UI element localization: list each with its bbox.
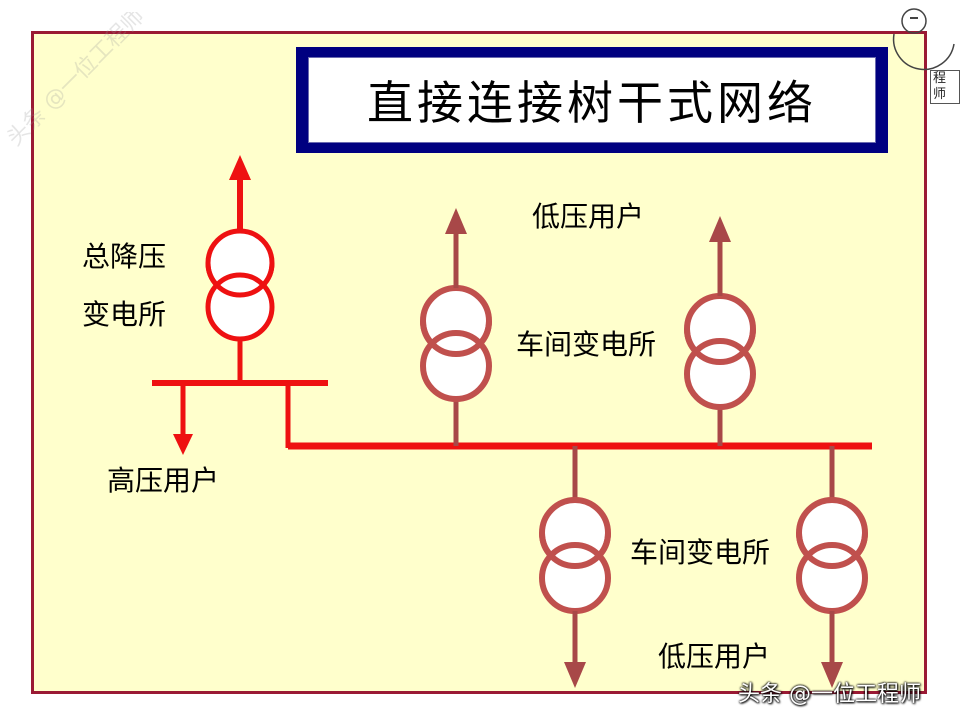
- logo-text: 程师: [930, 70, 960, 104]
- lv-user-label-top: 低压用户: [532, 200, 645, 233]
- workshop-substation-label-top: 车间变电所: [516, 328, 657, 361]
- logo-icon: [888, 4, 958, 88]
- workshop-substation-lower-1: [539, 446, 611, 688]
- main-substation-label-line1: 总降压: [82, 240, 167, 273]
- lv-user-label-bottom: 低压用户: [658, 640, 771, 673]
- main-substation-label-line2: 变电所: [82, 298, 167, 331]
- corner-watermark: 头条 @一位工程师: [3, 4, 166, 152]
- workshop-substation-label-bottom: 车间变电所: [630, 536, 771, 569]
- hv-user-feeder: [173, 383, 193, 455]
- title-panel: 直接连接树干式网络: [308, 57, 876, 143]
- main-substation-transformer: [205, 155, 275, 385]
- workshop-substation-upper-2: [684, 216, 756, 446]
- workshop-substation-lower-2: [796, 446, 868, 688]
- watermark: 头条 @一位工程师: [738, 682, 921, 707]
- hv-user-label: 高压用户: [107, 464, 220, 497]
- page-title: 直接连接树干式网络: [367, 76, 817, 130]
- title-frame: 直接连接树干式网络: [296, 47, 888, 153]
- workshop-substation-upper-1: [420, 208, 492, 446]
